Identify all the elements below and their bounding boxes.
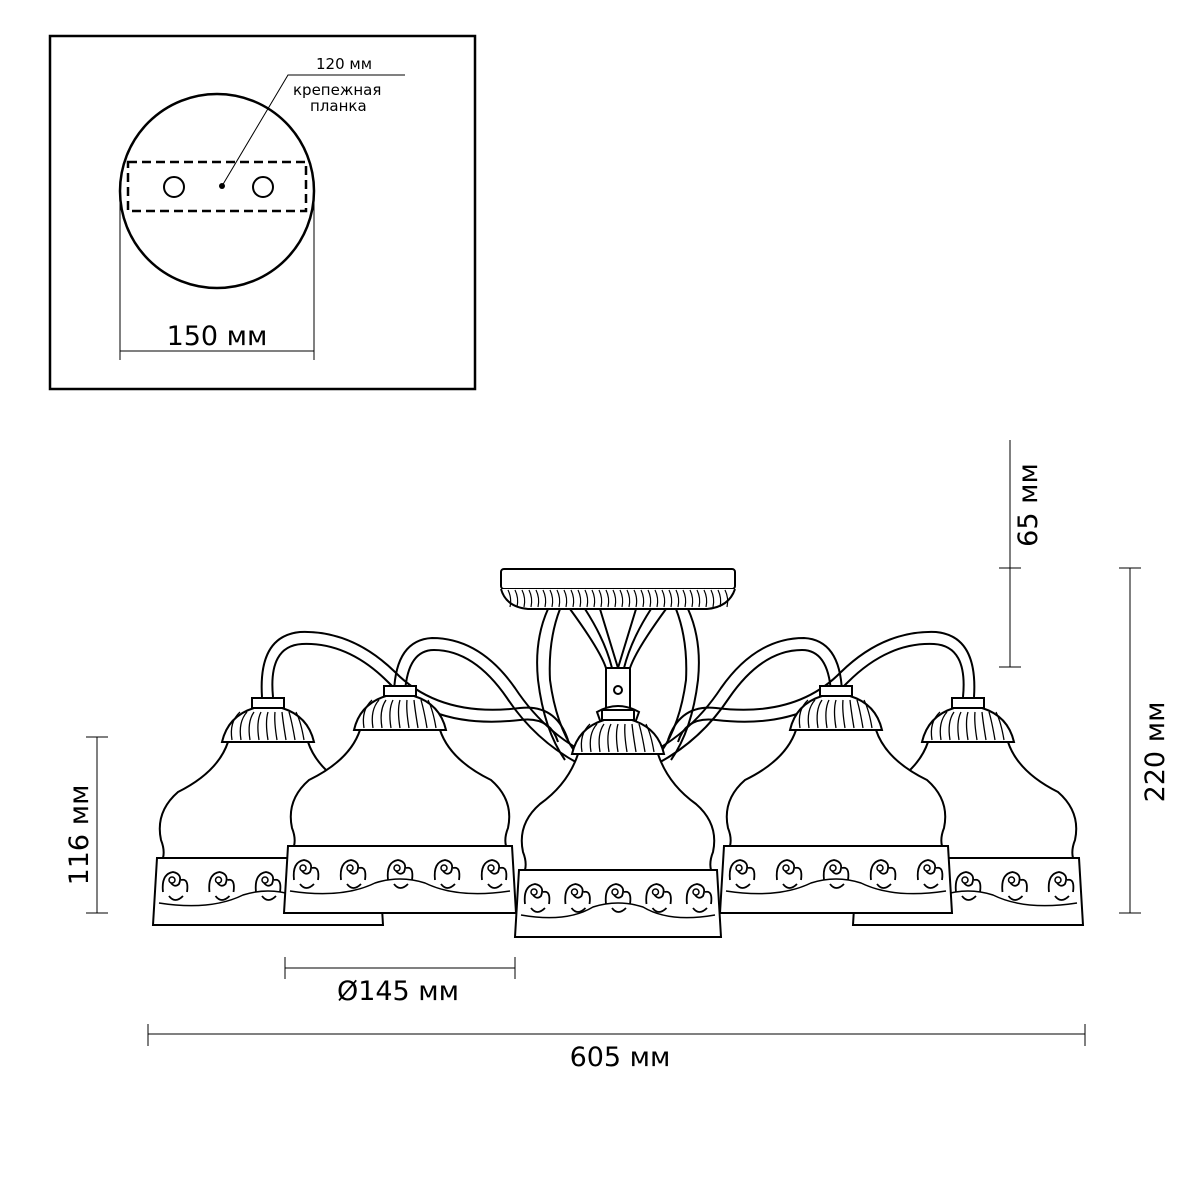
lamp-shades (151, 685, 1085, 938)
chandelier-illustration (151, 568, 1085, 938)
plate-label-line1: крепежная (293, 81, 381, 99)
mounting-hole-left (163, 176, 185, 198)
lamp-shade (282, 685, 518, 914)
lamp-shade (718, 685, 954, 914)
mounting-plate (126, 160, 308, 213)
lamp-shade (513, 709, 723, 938)
shade-height-label: 116 мм (64, 785, 95, 886)
canopy-circle (118, 92, 316, 290)
central-column (569, 608, 667, 727)
ceiling-canopy (500, 568, 736, 610)
chandelier-arms (260, 608, 976, 773)
total-height-label: 220 мм (1140, 702, 1171, 803)
canopy-width-label: 150 мм (167, 321, 268, 352)
inset-frame (48, 34, 477, 391)
plate-label-line2: планка (310, 97, 367, 115)
chandelier-dimensions: 605 мм Ø145 мм 116 мм 220 мм 65 мм (64, 440, 1171, 1073)
top-height-label: 65 мм (1013, 463, 1044, 547)
spacing-label: 120 мм (316, 55, 372, 73)
leader-line (221, 74, 405, 187)
mounting-hole-right (252, 176, 274, 198)
shade-diameter-label: Ø145 мм (337, 976, 459, 1007)
overall-width-label: 605 мм (570, 1042, 671, 1073)
inset-mounting-detail: 120 мм крепежная планка 150 мм (48, 34, 477, 391)
